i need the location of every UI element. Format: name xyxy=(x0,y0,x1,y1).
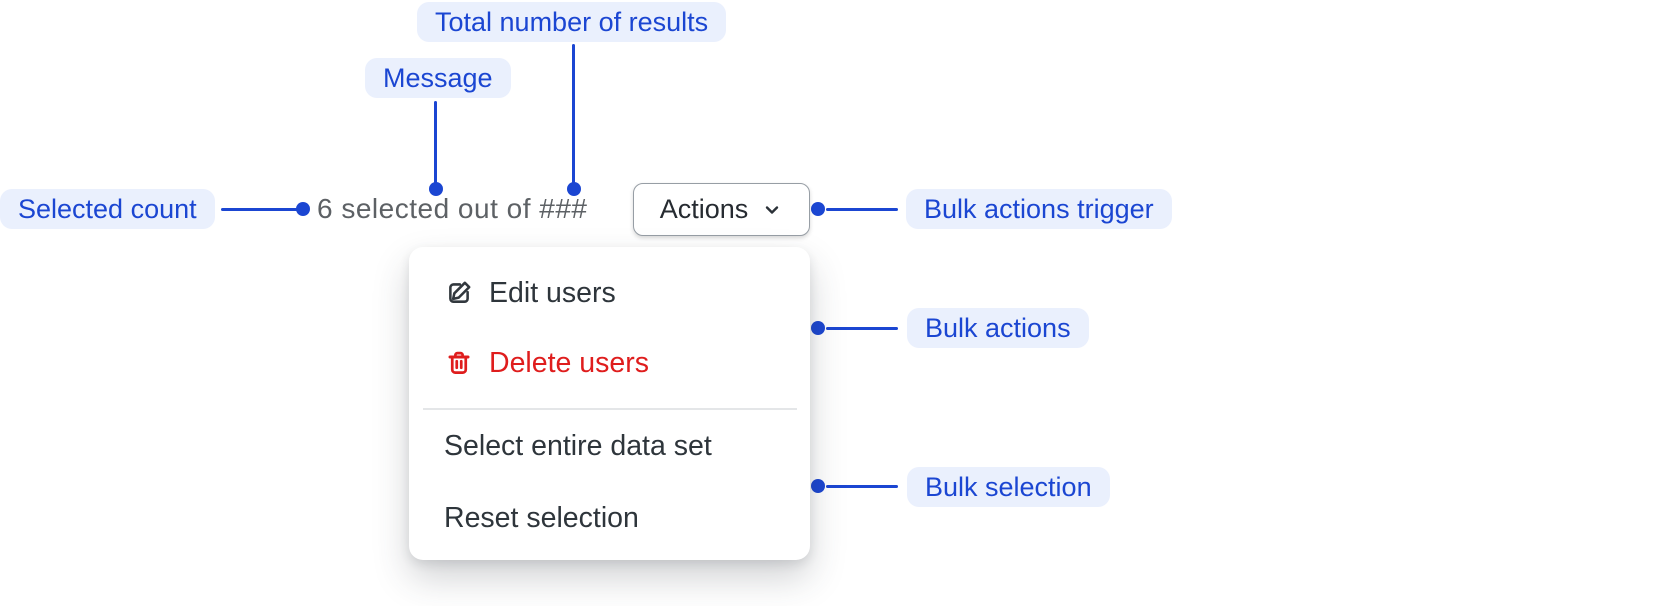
annotation-selected-count: Selected count xyxy=(0,189,215,229)
connector-line-message xyxy=(434,101,437,185)
selection-message: 6 selected out of ### xyxy=(317,193,588,224)
menu-item-delete-users[interactable]: Delete users xyxy=(409,341,810,385)
annotation-total-results: Total number of results xyxy=(417,2,727,42)
connector-line-selected-count xyxy=(221,208,299,211)
menu-item-edit-users[interactable]: Edit users xyxy=(409,271,810,315)
menu-item-label: Delete users xyxy=(489,346,649,379)
menu-item-select-entire-data-set[interactable]: Select entire data set xyxy=(409,424,810,468)
connector-line-bulk-actions-trigger xyxy=(826,208,898,211)
chevron-down-icon xyxy=(761,199,783,221)
bulk-actions-menu: Edit users Delete users Select entire da… xyxy=(409,247,810,560)
connector-line-bulk-selection xyxy=(826,485,898,488)
bulk-actions-trigger-button[interactable]: Actions xyxy=(633,183,810,236)
annotation-bulk-actions: Bulk actions xyxy=(907,308,1089,348)
actions-button-label: Actions xyxy=(659,194,749,224)
edit-icon xyxy=(449,281,471,303)
trash-icon xyxy=(448,351,470,374)
menu-divider xyxy=(423,408,797,410)
connector-dot-bulk-actions-trigger xyxy=(811,202,825,216)
connector-dot-bulk-selection xyxy=(811,479,825,493)
connector-dot-selected-count xyxy=(296,202,310,216)
menu-item-reset-selection[interactable]: Reset selection xyxy=(409,496,810,540)
connector-dot-bulk-actions xyxy=(811,321,825,335)
connector-dot-message xyxy=(429,182,443,196)
connector-line-bulk-actions xyxy=(826,327,898,330)
connector-line-total-results xyxy=(572,44,575,185)
annotation-bulk-selection: Bulk selection xyxy=(907,467,1110,507)
menu-item-label: Edit users xyxy=(489,276,616,309)
annotation-bulk-actions-trigger: Bulk actions trigger xyxy=(906,189,1172,229)
annotation-message: Message xyxy=(365,58,511,98)
menu-item-label: Reset selection xyxy=(444,501,639,534)
connector-dot-total-results xyxy=(567,182,581,196)
menu-item-label: Select entire data set xyxy=(444,429,712,462)
